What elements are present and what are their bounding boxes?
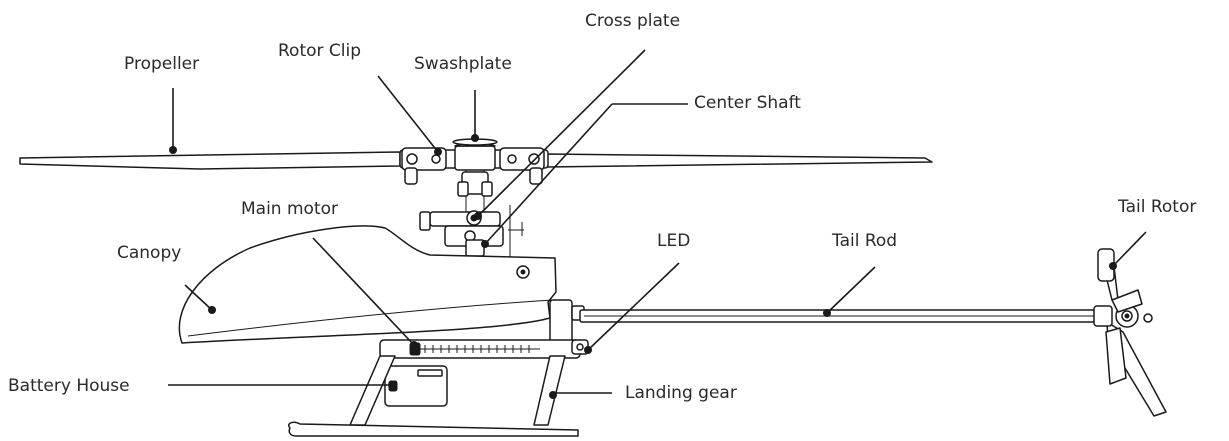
label-cross-plate: Cross plate [585, 11, 681, 31]
label-rotor-clip: Rotor Clip [278, 41, 362, 61]
label-battery-house: Battery House [8, 376, 130, 396]
swashplate-assembly [419, 205, 524, 258]
label-tail-rod: Tail Rod [832, 231, 898, 251]
leader-lines [168, 49, 1147, 399]
label-canopy: Canopy [117, 243, 182, 263]
label-tail-rotor: Tail Rotor [1118, 197, 1197, 217]
main-rotor [19, 138, 933, 212]
tail-rotor [1093, 248, 1167, 417]
canopy [178, 225, 557, 344]
label-main-motor: Main motor [241, 199, 339, 219]
landing-gear [288, 355, 579, 437]
frame [379, 339, 589, 359]
label-swashplate: Swashplate [414, 54, 512, 74]
label-led: LED [657, 231, 691, 251]
label-landing-gear: Landing gear [625, 383, 737, 403]
label-propeller: Propeller [124, 54, 200, 74]
label-center-shaft: Center Shaft [694, 93, 801, 113]
